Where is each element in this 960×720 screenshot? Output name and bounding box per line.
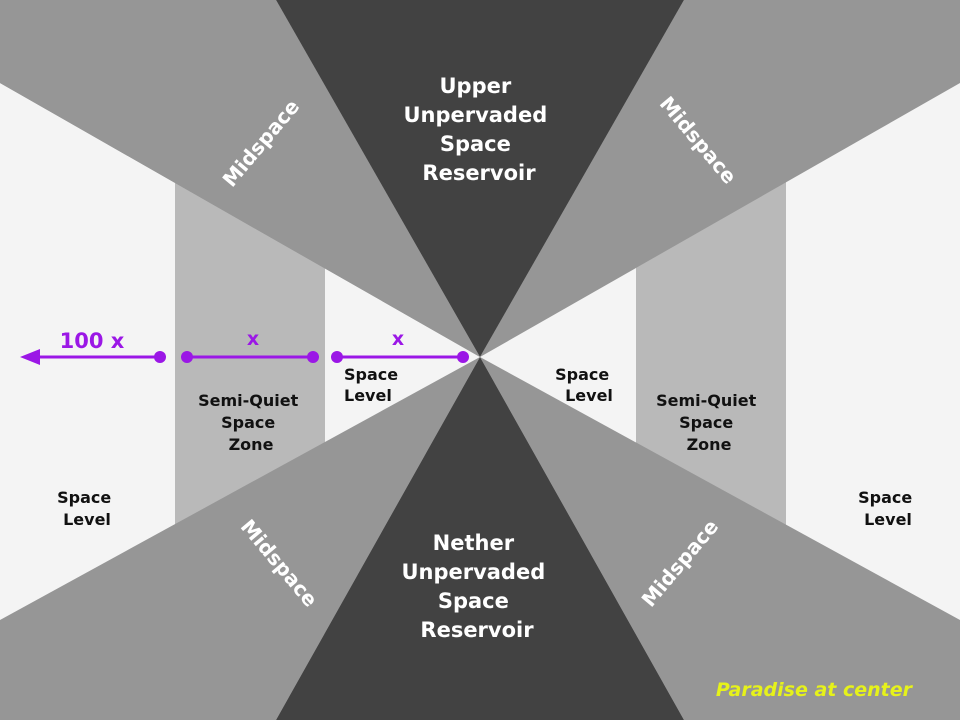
- midspace-wedge-bottom-left: [0, 357, 480, 720]
- nether-reservoir-line-1: Nether: [433, 531, 515, 555]
- nether-reservoir-line-3: Space: [438, 589, 509, 613]
- semi-quiet-right-line-2: Space: [679, 413, 733, 432]
- measure-segment-inner-dot-right: [457, 351, 469, 363]
- space-level-inner-left-line-1: Space: [344, 365, 398, 384]
- space-level-outer-left-line-1: Space: [57, 488, 111, 507]
- space-level-inner-left-label: Space Level: [344, 365, 404, 405]
- semi-quiet-zone-right-label: Semi-Quiet Space Zone: [656, 391, 762, 454]
- space-level-outer-left-label: Space Level: [57, 488, 117, 529]
- semi-quiet-left-line-3: Zone: [229, 435, 274, 454]
- upper-reservoir-line-4: Reservoir: [422, 161, 536, 185]
- measure-arrow-far: [20, 349, 166, 365]
- semi-quiet-left-line-2: Space: [221, 413, 275, 432]
- nether-reservoir-label: Nether Unpervaded Space Reservoir: [401, 531, 552, 642]
- nether-reservoir-line-4: Reservoir: [420, 618, 534, 642]
- nether-reservoir-wedge: [276, 357, 684, 720]
- upper-reservoir-line-1: Upper: [439, 74, 511, 98]
- space-level-inner-right-line-2: Level: [565, 386, 613, 405]
- measure-segment-inner: [331, 351, 469, 363]
- space-level-inner-right-label: Space Level: [555, 365, 615, 405]
- measure-segment-middle-dot-left: [181, 351, 193, 363]
- measure-middle-label: x: [247, 328, 259, 350]
- semi-quiet-right-line-3: Zone: [687, 435, 732, 454]
- midspace-wedge-top-right: [480, 0, 960, 357]
- upper-reservoir-label: Upper Unpervaded Space Reservoir: [403, 74, 554, 185]
- upper-reservoir-line-3: Space: [440, 132, 511, 156]
- semi-quiet-right-line-1: Semi-Quiet: [656, 391, 757, 410]
- semi-quiet-zone-left-label: Semi-Quiet Space Zone: [198, 391, 304, 454]
- upper-reservoir-wedge: [276, 0, 684, 357]
- space-level-outer-right-line-1: Space: [858, 488, 912, 507]
- measure-segment-middle: [181, 351, 319, 363]
- nether-reservoir-line-2: Unpervaded: [401, 560, 545, 584]
- midspace-wedge-bottom-right: [480, 357, 960, 720]
- space-level-inner-right-line-1: Space: [555, 365, 609, 384]
- measure-segment-middle-dot-right: [307, 351, 319, 363]
- measure-inner-label: x: [392, 328, 404, 350]
- midspace-wedge-top-left-fill: [0, 0, 480, 357]
- measure-far-label: 100 x: [60, 329, 125, 353]
- space-level-outer-right-label: Space Level: [858, 488, 918, 529]
- measure-arrow-far-dot: [154, 351, 166, 363]
- semi-quiet-left-line-1: Semi-Quiet: [198, 391, 299, 410]
- measure-segment-inner-dot-left: [331, 351, 343, 363]
- space-level-inner-left-line-2: Level: [344, 386, 392, 405]
- paradise-caption: Paradise at center: [716, 679, 914, 701]
- space-level-outer-left-line-2: Level: [63, 510, 111, 529]
- space-level-outer-right-line-2: Level: [864, 510, 912, 529]
- upper-reservoir-line-2: Unpervaded: [403, 103, 547, 127]
- measure-arrow-far-head: [20, 349, 40, 365]
